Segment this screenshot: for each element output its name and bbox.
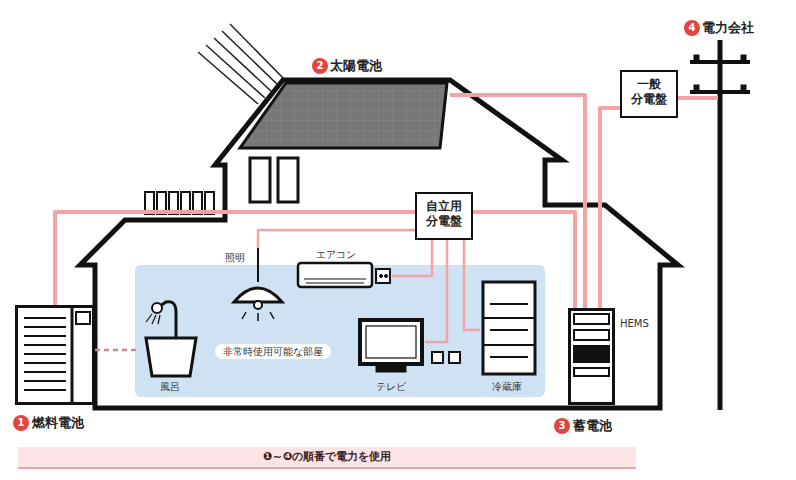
note-bar: ❶～❹の順番で電力を使用 <box>18 447 636 469</box>
power-wire <box>473 212 575 308</box>
power-wire <box>95 349 140 352</box>
node-label: 燃料電池 <box>32 415 84 431</box>
node-label: 非常時使用可能な部屋 <box>215 344 331 359</box>
node-label: 電力会社 <box>702 20 754 36</box>
node-label: 冷蔵庫 <box>492 381 522 393</box>
lamp-icon <box>234 248 282 321</box>
device-label: HEMS <box>620 318 649 330</box>
tv-icon <box>360 320 422 372</box>
node-label: エアコン <box>316 249 356 261</box>
power-wire <box>450 95 585 308</box>
callout-number: 4 <box>684 20 700 36</box>
outlets <box>432 352 460 363</box>
power-wire <box>392 240 432 276</box>
power-wire <box>678 96 680 100</box>
node-label: テレビ <box>376 381 406 393</box>
callout-number: 1 <box>13 415 29 431</box>
node-label: 蓄電池 <box>573 418 612 434</box>
power-wire <box>464 240 480 330</box>
node-label: 風呂 <box>160 381 180 393</box>
fuel-cell-detail <box>24 308 90 402</box>
power-wire <box>55 212 415 305</box>
distribution-board: 一般 分電盤 <box>620 70 678 118</box>
power-wire <box>258 230 415 248</box>
node-label: ❶～❹の順番で電力を使用 <box>18 447 636 467</box>
node-label: 太陽電池 <box>330 58 382 74</box>
bath-icon <box>146 302 196 376</box>
aircon-icon <box>298 263 390 287</box>
node-label: 照明 <box>225 252 245 264</box>
service-wire <box>680 96 718 100</box>
solar-panel <box>240 83 447 148</box>
utility-pole <box>690 40 750 410</box>
distribution-board: 自立用 分電盤 <box>415 192 473 240</box>
callout-number: 2 <box>312 58 328 74</box>
node-label: 一般 分電盤 <box>628 77 670 107</box>
fridge-icon <box>483 282 535 374</box>
callout-number: 3 <box>554 418 570 434</box>
windows <box>145 158 298 214</box>
power-wire <box>425 240 447 342</box>
node-label: 自立用 分電盤 <box>423 199 465 229</box>
house-outline <box>80 80 678 408</box>
battery-detail <box>574 314 609 376</box>
power-wire <box>600 108 620 308</box>
panel-cells <box>245 86 444 145</box>
